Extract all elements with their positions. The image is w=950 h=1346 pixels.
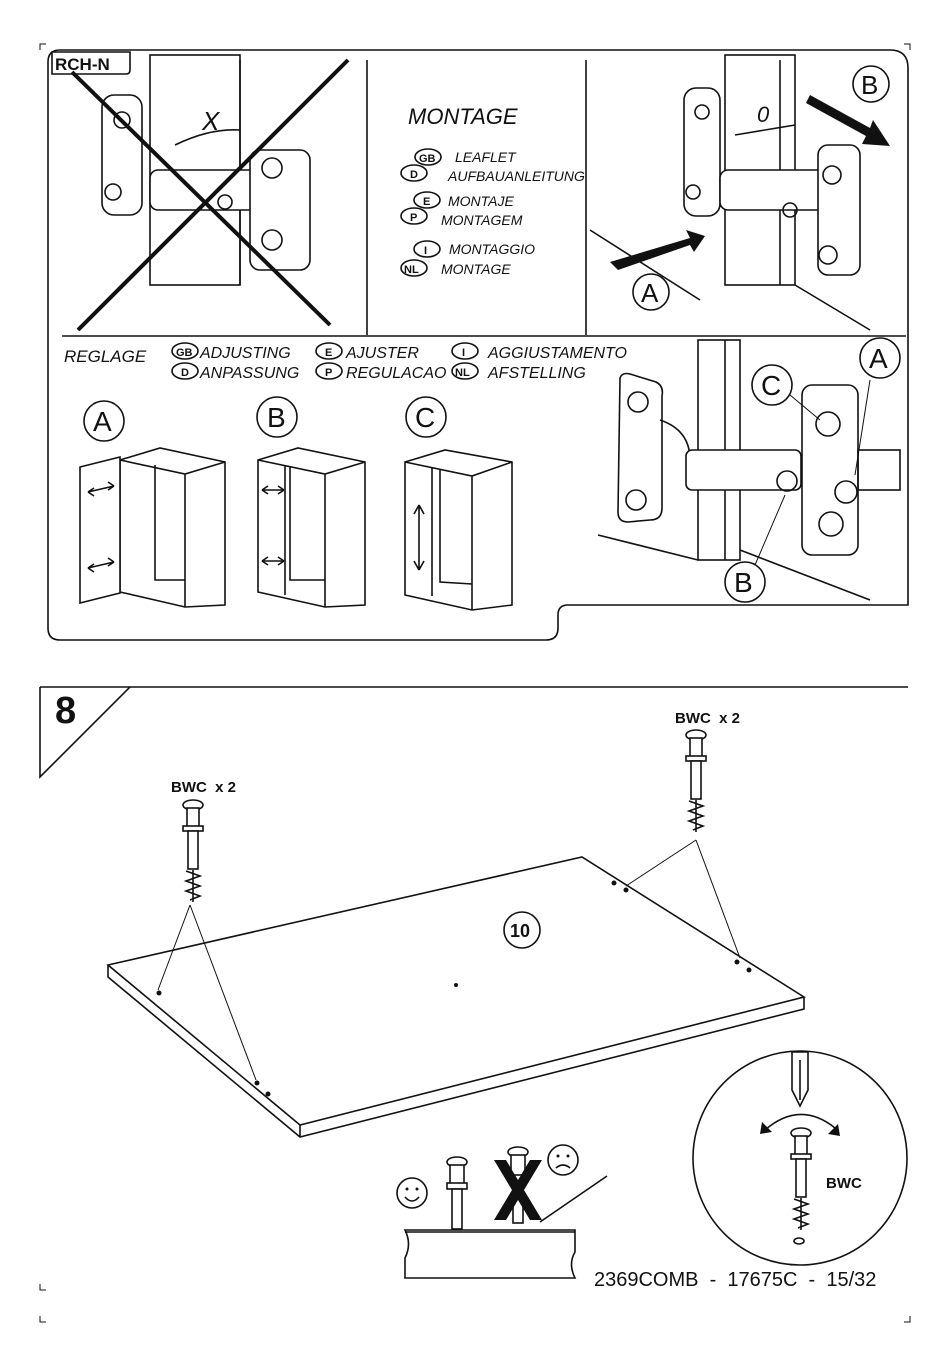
panel-badge: RCH-N	[55, 55, 110, 74]
svg-text:P: P	[325, 367, 332, 379]
bwc-screw-icon	[183, 800, 203, 902]
reglage-title: REGLAGE	[64, 347, 147, 366]
fitting-label-left: BWC x 2	[171, 779, 236, 796]
montage-language-list: GB LEAFLET D AUFBAUANLEITUNG E MONTAJE P…	[401, 149, 585, 277]
svg-text:LEAFLET: LEAFLET	[455, 149, 517, 165]
svg-text:D: D	[410, 169, 418, 181]
panel-number: 10	[510, 921, 530, 941]
reglage-e: E AJUSTER	[316, 343, 419, 362]
svg-text:MONTAGGIO: MONTAGGIO	[449, 241, 535, 257]
sad-face-icon	[548, 1145, 578, 1175]
svg-text:I: I	[424, 245, 427, 257]
detail-label-a: A	[869, 343, 888, 374]
adjust-detail-illustration: C A B	[598, 338, 900, 602]
panel-10-illustration: 10	[108, 840, 804, 1137]
lang-p: P MONTAGEM	[401, 208, 523, 228]
lang-e: E MONTAJE	[414, 192, 515, 209]
svg-text:MONTAJE: MONTAJE	[448, 193, 515, 209]
screw-detail-circle: BWC	[693, 1051, 907, 1265]
correct-mounting-illustration: 0 A B	[590, 55, 890, 330]
detail-label: BWC	[826, 1175, 862, 1192]
happy-face-icon	[397, 1178, 427, 1208]
adjust-case-a: A	[80, 401, 225, 607]
svg-text:ADJUSTING: ADJUSTING	[199, 345, 291, 362]
svg-text:C: C	[415, 402, 435, 433]
lang-nl: NL MONTAGE	[401, 260, 511, 277]
svg-text:MONTAGEM: MONTAGEM	[441, 212, 523, 228]
svg-text:ANPASSUNG: ANPASSUNG	[199, 365, 299, 382]
svg-text:MONTAGE: MONTAGE	[441, 261, 511, 277]
wrong-mounting-illustration: X	[72, 55, 348, 330]
reglage-gb: GB ADJUSTING	[172, 343, 291, 362]
montage-title: MONTAGE	[408, 104, 518, 129]
lang-gb: GB LEAFLET	[415, 149, 517, 165]
reglage-i: I AGGIUSTAMENTO	[452, 343, 627, 362]
insertion-correctness-illustration	[397, 1145, 607, 1278]
footer-code: 2369COMB - 17675C - 15/32	[594, 1269, 876, 1291]
step-8: 8 BWC x 2 BWC x 2	[40, 687, 908, 1278]
svg-text:AFSTELLING: AFSTELLING	[487, 365, 586, 382]
svg-text:AGGIUSTAMENTO: AGGIUSTAMENTO	[487, 345, 627, 362]
adjust-case-c: C	[405, 397, 512, 610]
arrow-b-label: B	[861, 70, 878, 100]
gap-label-zero: 0	[757, 102, 770, 127]
svg-text:NL: NL	[404, 264, 419, 276]
svg-text:E: E	[325, 347, 332, 359]
svg-text:NL: NL	[455, 367, 470, 379]
svg-text:P: P	[410, 212, 417, 224]
arrow-a-icon	[610, 230, 705, 270]
lang-d: D AUFBAUANLEITUNG	[401, 165, 585, 184]
svg-text:E: E	[423, 196, 430, 208]
step-number: 8	[55, 690, 76, 732]
reglage-p: P REGULACAO	[316, 363, 446, 382]
hinge-panel: RCH-N X MONTAGE GB LEAFLET	[48, 50, 908, 640]
arrow-b-icon	[806, 95, 890, 146]
lang-i: I MONTAGGIO	[414, 241, 535, 257]
reglage-d: D ANPASSUNG	[172, 363, 299, 382]
svg-text:B: B	[267, 402, 286, 433]
arrow-a-label: A	[641, 278, 659, 308]
svg-text:D: D	[181, 367, 189, 379]
svg-text:GB: GB	[176, 347, 193, 359]
svg-text:REGULACAO: REGULACAO	[346, 365, 446, 382]
svg-text:I: I	[462, 347, 465, 359]
svg-text:A: A	[93, 406, 112, 437]
detail-label-b: B	[734, 567, 753, 598]
reglage-nl: NL AFSTELLING	[452, 363, 586, 382]
detail-label-c: C	[761, 370, 781, 401]
fitting-label-right: BWC x 2	[675, 710, 740, 727]
gap-label-x: X	[201, 106, 221, 136]
adjust-case-b: B	[257, 397, 365, 607]
svg-text:AUFBAUANLEITUNG: AUFBAUANLEITUNG	[447, 168, 585, 184]
svg-text:GB: GB	[419, 153, 436, 165]
reglage-language-list: GB ADJUSTING D ANPASSUNG E AJUSTER P REG…	[172, 343, 627, 382]
svg-text:AJUSTER: AJUSTER	[345, 345, 419, 362]
bwc-screw-icon	[686, 730, 706, 832]
